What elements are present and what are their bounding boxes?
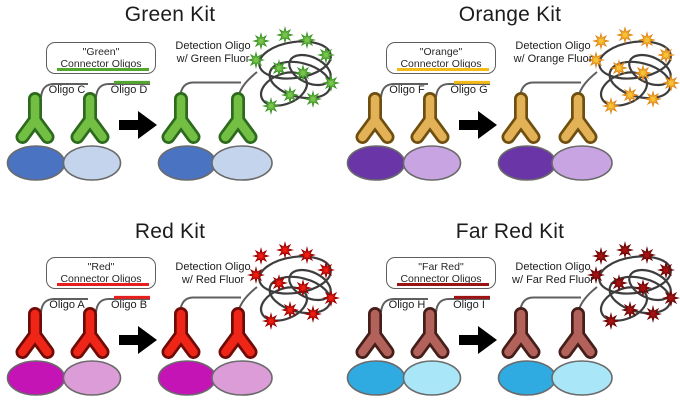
detection-oligo-caption: Detection Oligo w/ Orange Fluor [506,40,600,66]
connector-box-line2: Connector Oligos [60,273,142,286]
kit-title: Green Kit [124,3,216,26]
connector-accent-bar [57,283,149,286]
connector-box-line2: Connector Oligos [60,58,142,71]
oligo-left-label: Oligo A [49,299,85,311]
oligo-right-label: Oligo D [110,84,148,96]
oligo-right-label: Oligo B [110,299,148,311]
connector-accent-bar [397,68,489,71]
connector-box-line1: "Far Red" [418,260,464,273]
kit-artwork [340,0,680,202]
detection-caption-line2: w/ Orange Fluor [513,52,593,65]
detection-caption-line1: Detection Oligo [515,261,591,273]
oligo-right-label: Oligo I [453,299,485,311]
detection-oligo-caption: Detection Oligo w/ Green Fluor [166,40,260,66]
kit-title: Far Red Kit [455,220,565,243]
detection-caption-line2: w/ Green Fluor [176,52,250,65]
oligo-left-label: Oligo H [388,299,426,311]
connector-box-line1: "Red" [87,260,115,273]
detection-caption-line1: Detection Oligo [515,40,591,52]
detection-oligo-caption: Detection Oligo w/ Far Red Fluor [506,261,600,287]
detection-caption-line1: Detection Oligo [175,261,251,273]
connector-oligos-box: "Red" Connector Oligos [46,257,156,289]
detection-caption-line2: w/ Far Red Fluor [512,273,594,286]
oligo-right-label: Oligo G [450,84,488,96]
kit-artwork [0,0,340,202]
connector-box-line2: Connector Oligos [400,273,482,286]
oligo-left-label: Oligo F [389,84,425,96]
detection-oligo-caption: Detection Oligo w/ Red Fluor [166,261,260,287]
connector-oligos-box: "Far Red" Connector Oligos [386,257,496,289]
detection-caption-line2: w/ Red Fluor [181,273,245,286]
connector-box-line2: Connector Oligos [400,58,482,71]
connector-accent-bar [397,283,489,286]
orange-kit-panel: Orange Kit "Orange" Connector Oligos Oli… [340,0,680,202]
green-kit-panel: Green Kit "Green" Connector Oligos Oligo… [0,0,340,202]
detection-caption-line1: Detection Oligo [175,40,251,52]
connector-oligos-box: "Green" Connector Oligos [46,42,156,74]
connector-box-line1: "Green" [82,45,120,58]
oligo-left-label: Oligo C [48,84,86,96]
connector-box-line1: "Orange" [419,45,463,58]
far-red-kit-panel: Far Red Kit "Far Red" Connector Oligos O… [340,202,680,404]
kit-title: Red Kit [134,220,206,243]
red-kit-panel: Red Kit "Red" Connector Oligos Oligo A O… [0,202,340,404]
kit-title: Orange Kit [458,3,562,26]
connector-oligos-box: "Orange" Connector Oligos [386,42,496,74]
connector-accent-bar [57,68,149,71]
